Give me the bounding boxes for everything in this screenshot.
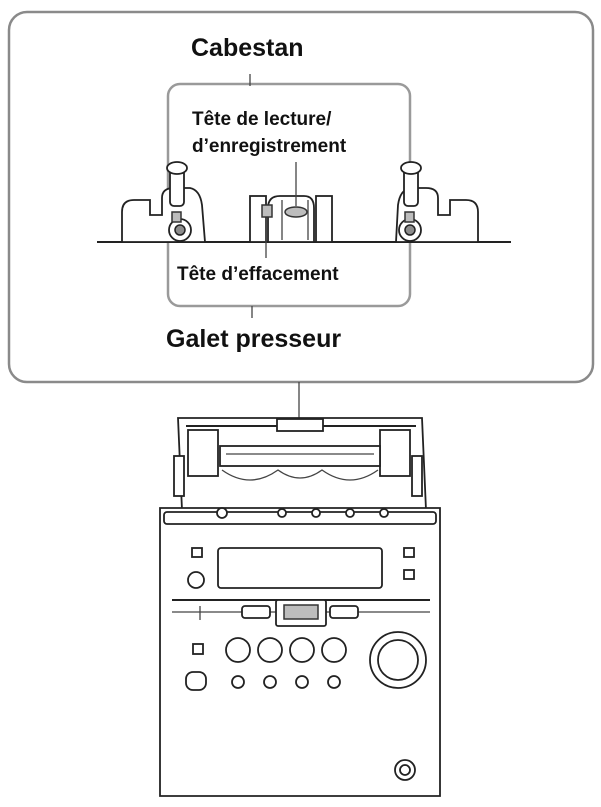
right-capstan-assembly bbox=[395, 161, 479, 243]
record-head-label-line2: d’enregistrement bbox=[192, 136, 347, 157]
capstan-label: Cabestan bbox=[191, 34, 304, 62]
pinch-roller-label: Galet presseur bbox=[166, 325, 341, 353]
left-capstan-assembly bbox=[121, 161, 206, 243]
tape-heads bbox=[249, 195, 333, 243]
erase-head-label: Tête d’effacement bbox=[177, 264, 339, 285]
stereo-system-unit bbox=[159, 417, 441, 797]
record-head-label: Tête de lecture/ bbox=[192, 109, 332, 130]
